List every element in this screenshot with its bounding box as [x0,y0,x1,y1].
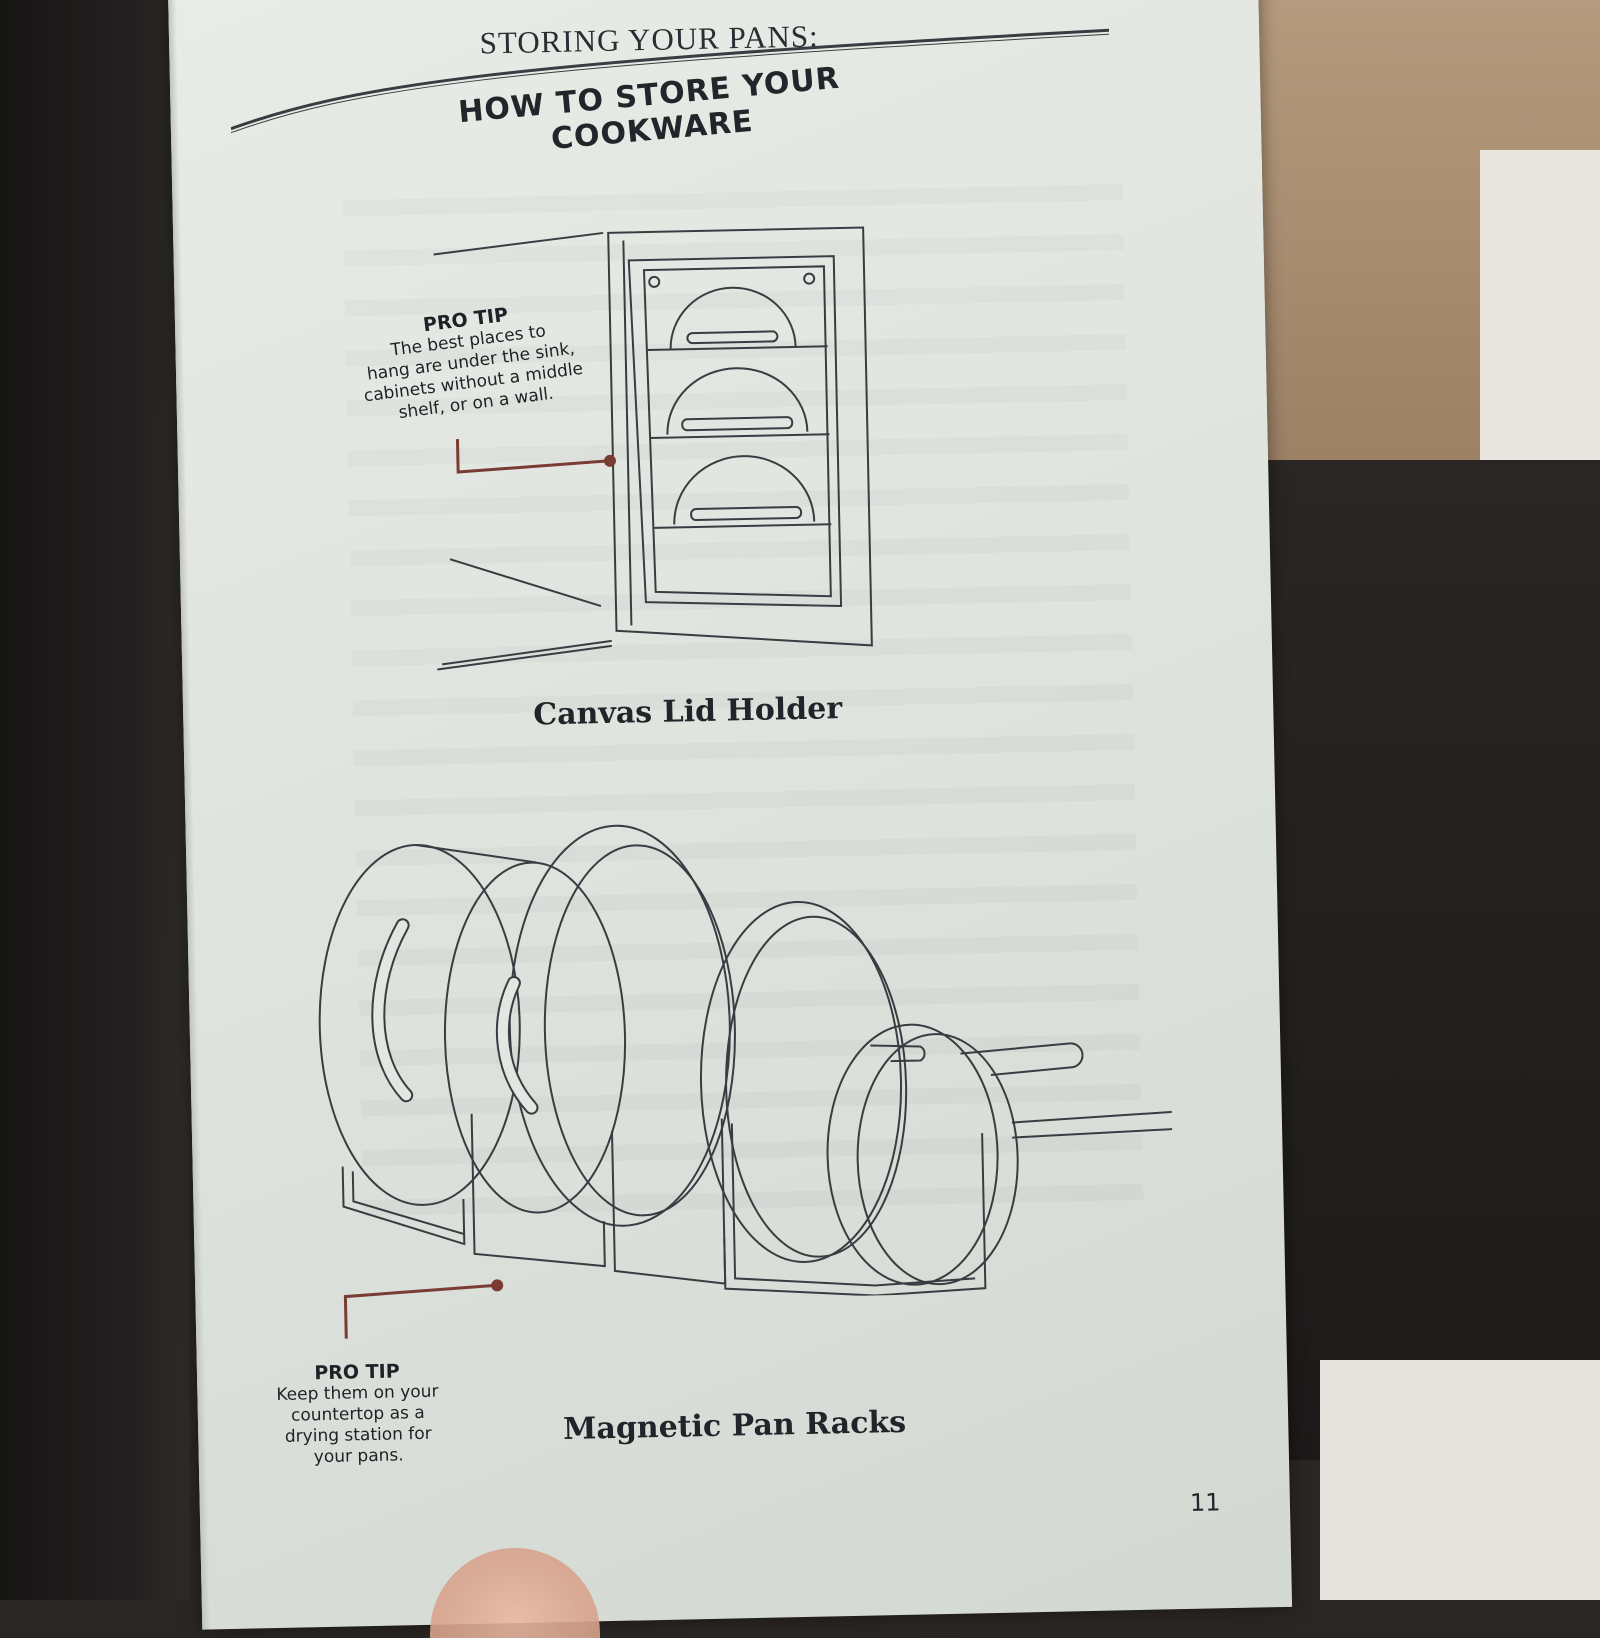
caption-canvas-lid-holder: Canvas Lid Holder [532,691,843,733]
header-swoosh [229,10,1111,143]
tip2-pointer [335,1273,516,1347]
booklet-page: STORING YOUR PANS: HOW TO STORE YOUR COO… [168,0,1293,1630]
tip1-pointer [447,430,628,484]
box-interior [1250,460,1600,1460]
dark-surface-left [0,0,190,1600]
caption-magnetic-pan-racks: Magnetic Pan Racks [562,1404,907,1448]
pro-tip-countertop: PRO TIP Keep them on your countertop as … [247,1359,469,1470]
box-flap [1480,150,1600,470]
tip-line: your pans. [313,1445,404,1468]
pan-rack-illustration [306,809,1176,1307]
lid-holder-illustration [423,205,913,675]
page-number: 11 [1189,1488,1221,1517]
floor-surface [1320,1360,1600,1600]
